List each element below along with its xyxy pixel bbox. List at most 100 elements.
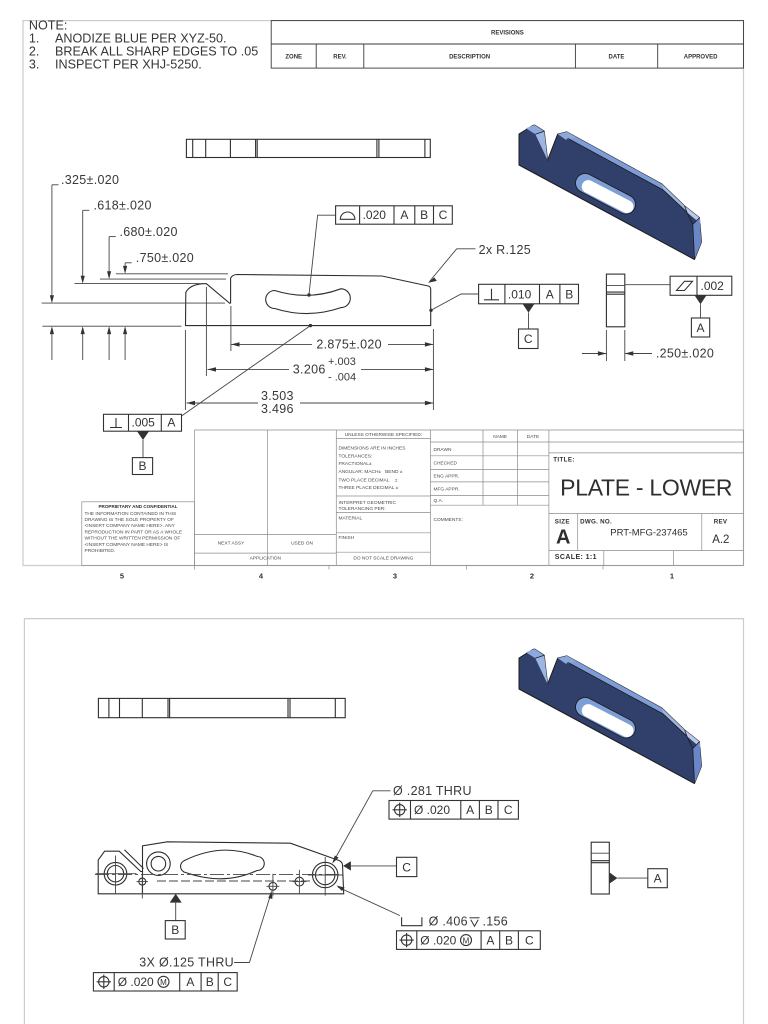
svg-text:.618±.020: .618±.020 <box>94 199 152 213</box>
svg-text:2.875±.020: 2.875±.020 <box>316 337 381 351</box>
svg-text:B: B <box>206 975 214 989</box>
svg-text:.020: .020 <box>363 208 387 222</box>
svg-text:.156: .156 <box>483 915 509 929</box>
svg-text:REVISIONS: REVISIONS <box>491 31 524 37</box>
svg-text:1.: 1. <box>29 31 40 45</box>
svg-text:A: A <box>486 933 494 947</box>
svg-text:C: C <box>524 332 533 346</box>
svg-text:APPLICATION: APPLICATION <box>250 555 282 561</box>
svg-text:A: A <box>186 975 194 989</box>
svg-text:A: A <box>696 321 704 335</box>
svg-text:SIZE: SIZE <box>555 518 570 525</box>
svg-text:B: B <box>565 287 573 301</box>
svg-text:USED ON: USED ON <box>291 540 313 546</box>
svg-text:2: 2 <box>530 572 534 581</box>
svg-text:.005: .005 <box>132 416 156 430</box>
svg-text:PROHIBITED.: PROHIBITED. <box>85 548 116 554</box>
svg-text:ANGULAR: MACH± BEND ±: ANGULAR: MACH± BEND ± <box>339 469 403 475</box>
svg-text:.680±.020: .680±.020 <box>120 225 178 239</box>
svg-text:5: 5 <box>120 572 124 581</box>
svg-text:3.503: 3.503 <box>261 389 294 403</box>
svg-text:A.2: A.2 <box>712 534 729 546</box>
svg-text:ZONE: ZONE <box>285 55 302 61</box>
svg-text:TOLERANCING PER:: TOLERANCING PER: <box>339 506 386 512</box>
svg-text:Q.A.: Q.A. <box>434 498 444 504</box>
svg-text:PLATE - LOWER: PLATE - LOWER <box>560 475 732 501</box>
svg-text:REV.: REV. <box>333 55 347 61</box>
svg-text:INTERPRET GEOMETRIC: INTERPRET GEOMETRIC <box>339 500 397 506</box>
svg-text:M: M <box>160 978 167 987</box>
svg-text:TOLERANCES:: TOLERANCES: <box>339 454 373 460</box>
svg-text:.010: .010 <box>508 287 532 301</box>
svg-text:- .004: - .004 <box>328 372 356 384</box>
svg-text:DRAWN: DRAWN <box>434 447 452 453</box>
svg-text:CHECKED: CHECKED <box>434 460 458 466</box>
svg-text:SCALE: 1:1: SCALE: 1:1 <box>555 554 597 561</box>
svg-text:DIMENSIONS ARE IN INCHES: DIMENSIONS ARE IN INCHES <box>339 445 406 451</box>
svg-text:4: 4 <box>259 572 264 581</box>
svg-text:BREAK ALL SHARP EDGES TO .05: BREAK ALL SHARP EDGES TO .05 <box>55 44 258 58</box>
svg-text:DRAWING IS THE SOLE PROPERTY O: DRAWING IS THE SOLE PROPERTY OF <box>85 517 174 523</box>
svg-text:3.206: 3.206 <box>293 362 326 376</box>
svg-text:DESCRIPTION: DESCRIPTION <box>449 55 490 61</box>
svg-text:NOTE:: NOTE: <box>29 18 67 32</box>
svg-text:3.496: 3.496 <box>261 402 294 416</box>
svg-text:B: B <box>420 208 428 222</box>
svg-text:COMMENTS:: COMMENTS: <box>434 517 463 523</box>
svg-text:A: A <box>167 416 175 430</box>
svg-text:C: C <box>525 933 534 947</box>
svg-text:2x R.125: 2x R.125 <box>479 243 531 257</box>
svg-text:DWG. NO.: DWG. NO. <box>580 518 612 525</box>
svg-text:INSPECT PER XHJ-5250.: INSPECT PER XHJ-5250. <box>55 57 202 71</box>
svg-text:A: A <box>654 872 662 886</box>
svg-text:C: C <box>439 208 448 222</box>
svg-text:Ø .406: Ø .406 <box>429 915 468 929</box>
svg-text:TITLE:: TITLE: <box>553 456 575 463</box>
svg-text:B: B <box>505 933 513 947</box>
svg-text:C: C <box>402 861 411 875</box>
svg-text:.325±.020: .325±.020 <box>61 173 119 187</box>
svg-text:TWO PLACE DECIMAL ±: TWO PLACE DECIMAL ± <box>339 477 398 483</box>
svg-text:Ø .020: Ø .020 <box>118 975 154 989</box>
svg-text:<INSERT COMPANY NAME HERE> IS: <INSERT COMPANY NAME HERE> IS <box>85 542 169 548</box>
svg-text:<INSERT COMPANY NAME HERE>. A: <INSERT COMPANY NAME HERE>. ANY <box>85 523 176 529</box>
svg-text:DATE: DATE <box>527 434 539 440</box>
svg-text:WITHOUT THE WRITTEN PERMISSION: WITHOUT THE WRITTEN PERMISSION OF <box>85 536 181 542</box>
svg-text:THREE PLACE DECIMAL ±: THREE PLACE DECIMAL ± <box>339 485 399 491</box>
svg-text:THE INFORMATION CONTAINED IN T: THE INFORMATION CONTAINED IN THIS <box>85 511 177 517</box>
svg-text:DO NOT SCALE DRAWING: DO NOT SCALE DRAWING <box>353 555 413 561</box>
svg-text:ENG APPR.: ENG APPR. <box>434 473 460 479</box>
svg-text:NAME: NAME <box>493 434 507 440</box>
svg-text:.750±.020: .750±.020 <box>136 251 194 265</box>
svg-text:M: M <box>463 936 470 945</box>
svg-text:+.003: +.003 <box>328 356 356 368</box>
svg-text:2.: 2. <box>29 44 40 58</box>
svg-text:REV: REV <box>714 518 728 525</box>
svg-text:3X Ø.125 THRU: 3X Ø.125 THRU <box>139 956 234 970</box>
svg-text:REPRODUCTION IN PART OR AS A W: REPRODUCTION IN PART OR AS A WHOLE <box>85 529 183 535</box>
svg-text:Ø .020: Ø .020 <box>420 933 456 947</box>
svg-text:.002: .002 <box>701 279 725 293</box>
svg-text:.250±.020: .250±.020 <box>656 346 714 360</box>
svg-text:MFG APPR.: MFG APPR. <box>434 486 460 492</box>
svg-text:B: B <box>485 803 493 817</box>
svg-text:C: C <box>504 803 513 817</box>
svg-text:NEXT ASSY: NEXT ASSY <box>218 540 245 546</box>
svg-text:A: A <box>546 287 554 301</box>
svg-text:FINISH: FINISH <box>339 535 355 541</box>
svg-text:UNLESS OTHERWISE SPECIFIED:: UNLESS OTHERWISE SPECIFIED: <box>345 432 422 438</box>
svg-text:A: A <box>556 527 570 549</box>
svg-text:MATERIAL: MATERIAL <box>339 516 363 522</box>
svg-text:A: A <box>466 803 474 817</box>
svg-text:C: C <box>223 975 232 989</box>
svg-text:3: 3 <box>393 572 397 581</box>
svg-text:Ø .020: Ø .020 <box>414 803 450 817</box>
svg-text:DATE: DATE <box>609 55 625 61</box>
svg-text:APPROVED: APPROVED <box>684 55 718 61</box>
svg-text:3.: 3. <box>29 57 40 71</box>
svg-text:B: B <box>138 459 146 473</box>
svg-text:FRACTIONAL±: FRACTIONAL± <box>339 461 372 467</box>
svg-text:Ø .281 THRU: Ø .281 THRU <box>393 784 472 798</box>
svg-text:A: A <box>400 208 408 222</box>
svg-text:ANODIZE BLUE PER XYZ-50.: ANODIZE BLUE PER XYZ-50. <box>55 31 226 45</box>
